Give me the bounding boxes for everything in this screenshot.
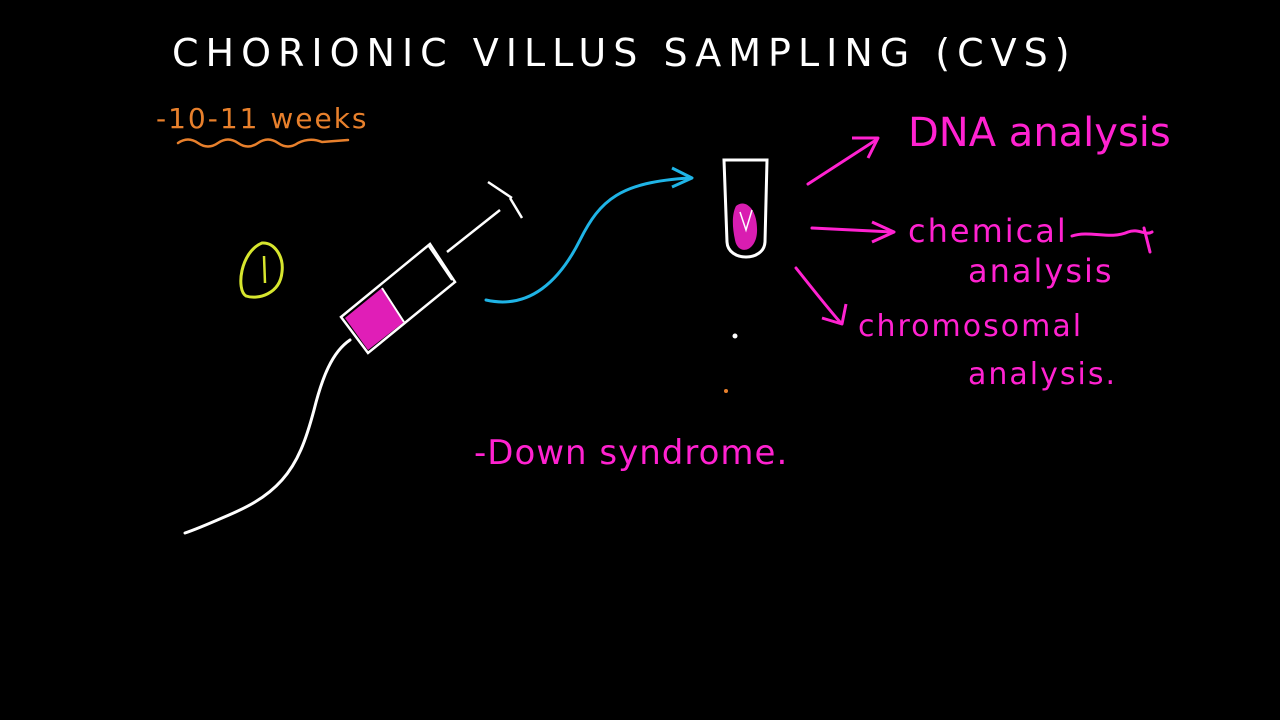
dna-analysis-label: DNA analysis — [908, 110, 1171, 156]
diagram-title: CHORIONIC VILLUS SAMPLING (CVS) — [172, 31, 1077, 75]
catheter-line — [183, 338, 352, 535]
test-tube-icon — [722, 158, 769, 259]
arrow-to-chromosomal — [794, 266, 848, 326]
oval-icon — [239, 241, 284, 299]
down-syndrome-note: -Down syndrome. — [474, 433, 788, 473]
arrow-to-chemical — [810, 220, 896, 244]
chromosomal-analysis-label-line1: chromosomal — [858, 309, 1083, 344]
chromosomal-analysis-label-line2: analysis. — [968, 357, 1117, 392]
timing-label: -10-11 weeks — [156, 102, 369, 135]
chalk-dot — [732, 333, 738, 339]
chemical-analysis-label-line1: chemical — [908, 212, 1068, 250]
orange-dot — [724, 389, 728, 393]
arrow-to-dna — [806, 136, 880, 186]
chemical-analysis-label-line2: analysis — [968, 252, 1114, 290]
scribble-strikeout — [1070, 226, 1154, 254]
timing-underline — [176, 138, 350, 148]
syringe-icon — [339, 180, 524, 355]
cyan-arrow — [484, 166, 694, 304]
